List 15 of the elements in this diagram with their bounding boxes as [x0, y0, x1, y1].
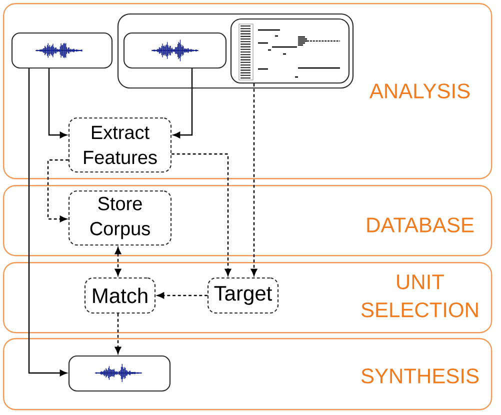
- arrow: [173, 68, 193, 138]
- process-box: Extract Features: [68, 117, 172, 173]
- dashed-arrow: [172, 153, 232, 276]
- arrow: [48, 68, 67, 138]
- process-box: Target: [207, 277, 279, 314]
- dashed-double-arrow: [114, 247, 122, 276]
- process-box: Match: [84, 277, 156, 314]
- dashed-arrow: [114, 314, 122, 354]
- dashed-arrow: [250, 84, 258, 276]
- process-box: Store Corpus: [68, 190, 172, 246]
- stage-band: SYNTHESIS: [3, 338, 492, 410]
- group-frame: [117, 13, 354, 89]
- dashed-arrow: [157, 292, 208, 299]
- dashed-arrow: [47, 159, 68, 222]
- arrow: [28, 68, 67, 376]
